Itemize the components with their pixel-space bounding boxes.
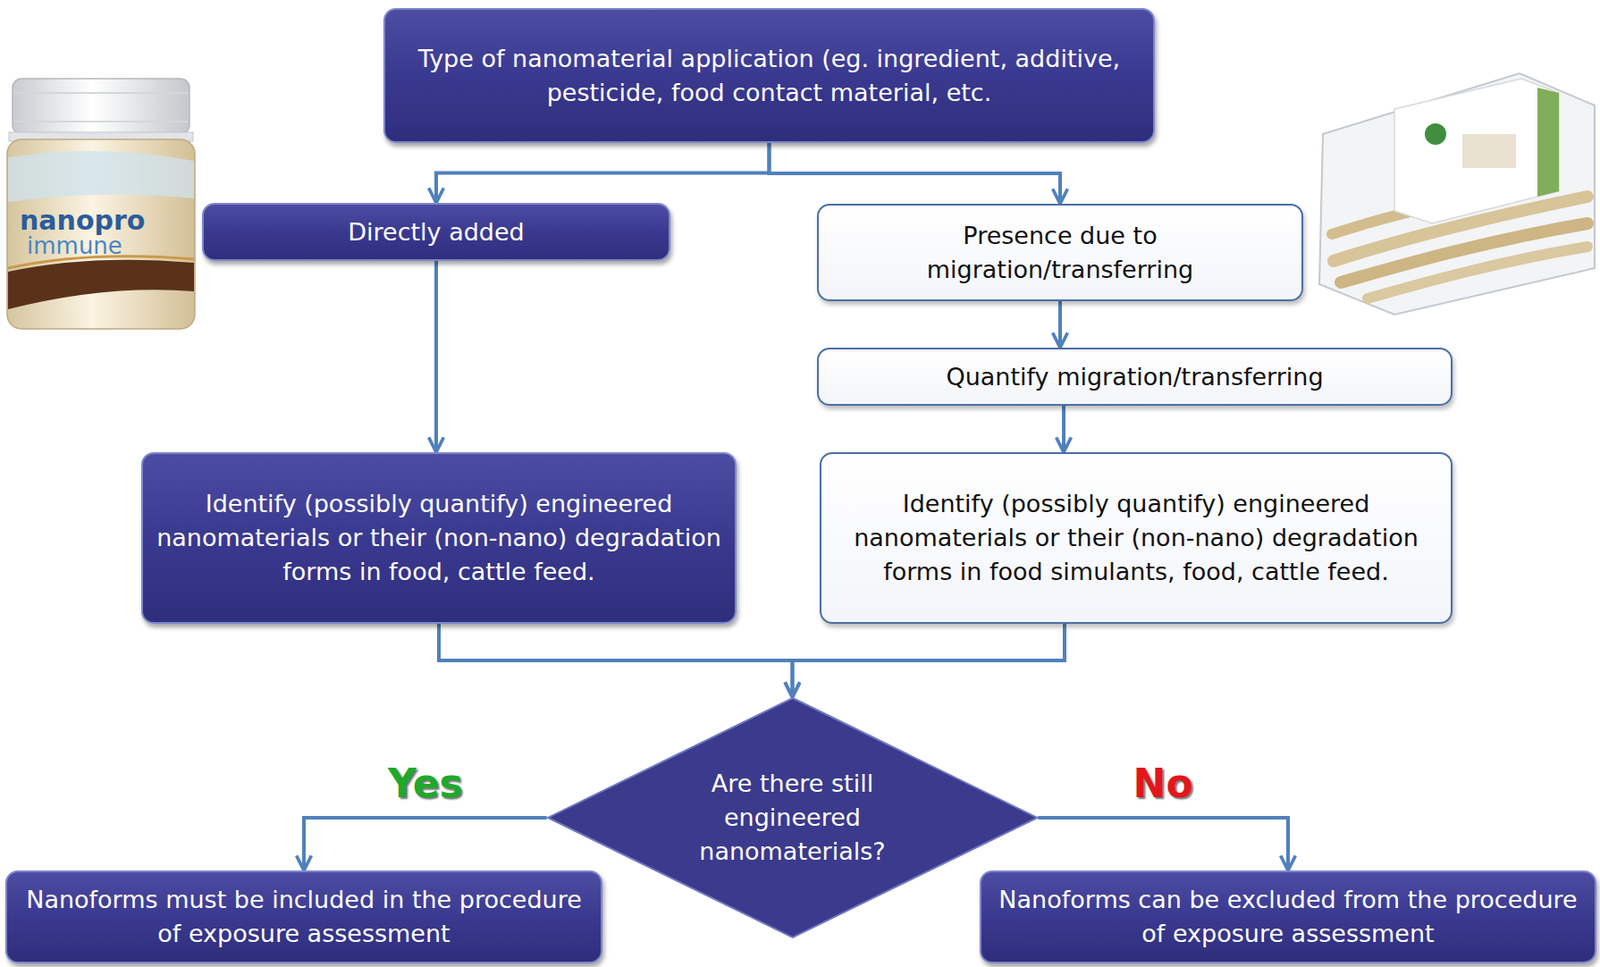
water-wash xyxy=(8,151,194,203)
lid-ridge xyxy=(14,120,188,123)
process-box: Type of nanomaterial application (eg. in… xyxy=(383,8,1155,144)
lid-ridge xyxy=(14,92,188,94)
node-text: Directly added xyxy=(347,215,524,250)
product-label: immune xyxy=(26,234,123,258)
connector-arrow xyxy=(303,817,548,871)
node-text: Identify (possibly quantify) engineered … xyxy=(155,487,723,589)
connector-arrow xyxy=(769,143,1062,204)
connector-arrow xyxy=(436,143,770,203)
text-holder: Are there still engineered nanomaterials… xyxy=(674,766,910,868)
process-box: Presence due to migration/transferring xyxy=(816,203,1304,302)
node-text: Nanoforms can be excluded from the proce… xyxy=(993,883,1583,952)
connector-arrow xyxy=(1058,301,1062,348)
jar-body xyxy=(7,139,195,329)
gold-stripe xyxy=(8,256,194,269)
text-holder: Identify (possibly quantify) engineered … xyxy=(833,487,1439,589)
product-label: nanopro xyxy=(19,207,145,235)
package-label xyxy=(1394,78,1559,224)
diamond-shape xyxy=(547,698,1037,938)
process-box: Quantify migration/transferring xyxy=(816,347,1453,406)
product-jar xyxy=(7,78,195,329)
label-band xyxy=(1537,87,1559,197)
brown-swoosh xyxy=(8,260,194,310)
process-box: Identify (possibly quantify) engineered … xyxy=(819,452,1453,624)
decision-diamond: Are there still engineered nanomaterials… xyxy=(547,697,1038,939)
text-holder: Nanoforms can be excluded from the proce… xyxy=(993,883,1583,952)
text-holder: Presence due to migration/transferring xyxy=(831,218,1289,287)
text-holder: Directly added xyxy=(347,215,524,250)
text-holder: Nanoforms must be included in the proced… xyxy=(19,883,589,952)
edge-label: Yes xyxy=(387,762,464,806)
jar-lid xyxy=(12,78,190,135)
connector-arrow xyxy=(434,261,438,453)
process-box: Nanoforms can be excluded from the proce… xyxy=(979,870,1597,964)
process-box: Identify (possibly quantify) engineered … xyxy=(141,452,737,624)
connector-arrow xyxy=(438,623,792,698)
connector-arrow xyxy=(1061,405,1066,453)
node-text: Quantify migration/transferring xyxy=(945,360,1323,395)
node-text: Type of nanomaterial application (eg. in… xyxy=(397,42,1141,110)
label-leaf xyxy=(1424,123,1447,145)
pasta-ribbon xyxy=(1367,246,1588,299)
text-holder: Type of nanomaterial application (eg. in… xyxy=(397,42,1141,110)
package-film xyxy=(1319,73,1595,315)
label-picture xyxy=(1462,134,1516,169)
process-box: Directly added xyxy=(202,202,671,262)
pasta-package xyxy=(1319,73,1595,315)
text-holder: Quantify migration/transferring xyxy=(945,360,1323,395)
connector-arrow xyxy=(1037,817,1289,871)
node-text: Are there still engineered nanomaterials… xyxy=(674,766,910,868)
node-text: Identify (possibly quantify) engineered … xyxy=(833,487,1439,589)
edge-label: No xyxy=(1133,762,1194,806)
text-holder: Identify (possibly quantify) engineered … xyxy=(155,487,723,589)
connector-arrow xyxy=(791,623,1065,698)
node-text: Presence due to migration/transferring xyxy=(831,218,1289,287)
process-box: Nanoforms must be included in the proced… xyxy=(5,870,603,964)
node-text: Nanoforms must be included in the proced… xyxy=(19,883,589,952)
